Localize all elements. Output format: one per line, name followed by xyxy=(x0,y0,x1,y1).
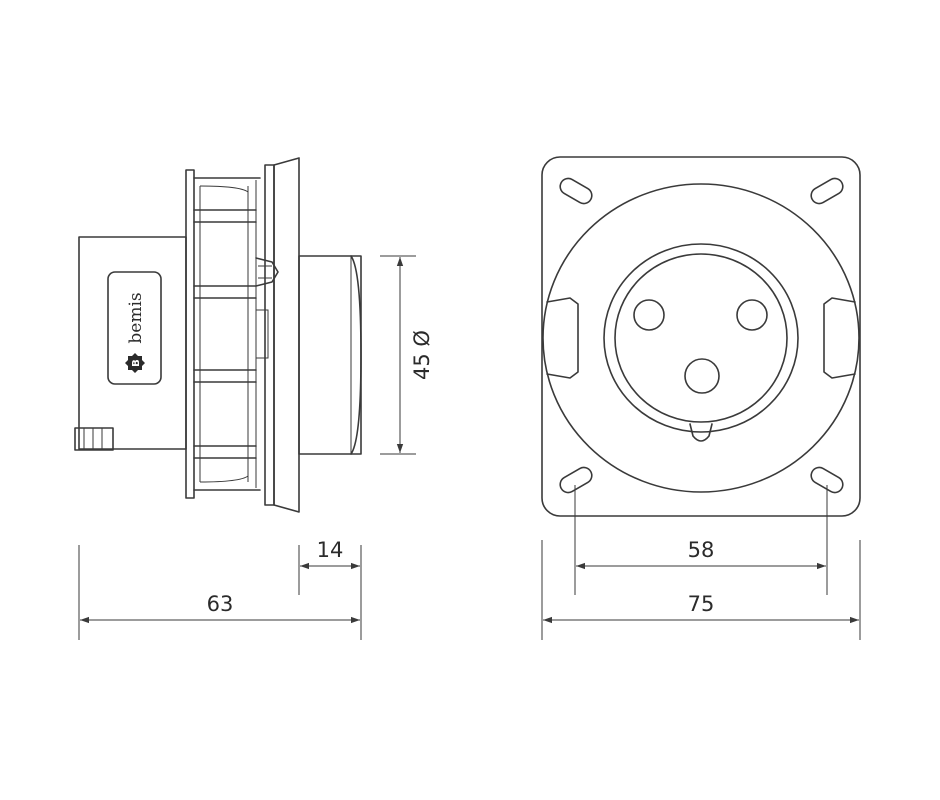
flange-plate-side xyxy=(264,157,300,513)
logo-letter: B xyxy=(131,359,142,367)
dimension-total-depth: 63 xyxy=(78,545,360,640)
mounting-slot-bottom-left xyxy=(559,466,593,494)
pin-hole-right xyxy=(736,299,768,331)
brand-label: B bemis xyxy=(107,271,162,385)
pin-holes xyxy=(633,299,768,394)
outer-ring xyxy=(542,183,860,493)
flange-width-label: 75 xyxy=(688,592,715,616)
hole-spacing-label: 58 xyxy=(688,538,715,562)
dimension-diameter: 45 Ø xyxy=(380,255,434,455)
pin-hole-earth xyxy=(684,358,720,394)
mounting-slot-bottom-right xyxy=(810,466,844,494)
collar-ribs xyxy=(193,185,257,483)
terminal-block xyxy=(74,427,114,451)
side-view: B bemis xyxy=(74,157,434,640)
ribbed-collar xyxy=(185,169,279,499)
mounting-slot-top-right xyxy=(810,177,844,205)
pin-hole-left xyxy=(633,299,665,331)
bemis-logo: B xyxy=(125,353,145,373)
mounting-slots xyxy=(559,177,844,494)
front-depth-label: 14 xyxy=(317,538,344,562)
brand-name: bemis xyxy=(126,292,146,343)
diameter-label: 45 Ø xyxy=(410,330,434,380)
socket-cylinder-side xyxy=(298,255,362,455)
dimension-hole-spacing: 58 xyxy=(574,485,828,595)
socket-inner-circle xyxy=(614,253,788,423)
total-depth-label: 63 xyxy=(207,592,234,616)
square-flange xyxy=(541,156,861,517)
dimension-flange-width: 75 xyxy=(541,540,861,640)
socket-outer-circle xyxy=(603,243,799,433)
front-view: 58 75 xyxy=(541,156,861,640)
mounting-slot-top-left xyxy=(559,177,593,205)
socket-key xyxy=(689,423,713,442)
side-notches xyxy=(546,297,856,379)
dimension-front-depth: 14 xyxy=(298,538,362,640)
